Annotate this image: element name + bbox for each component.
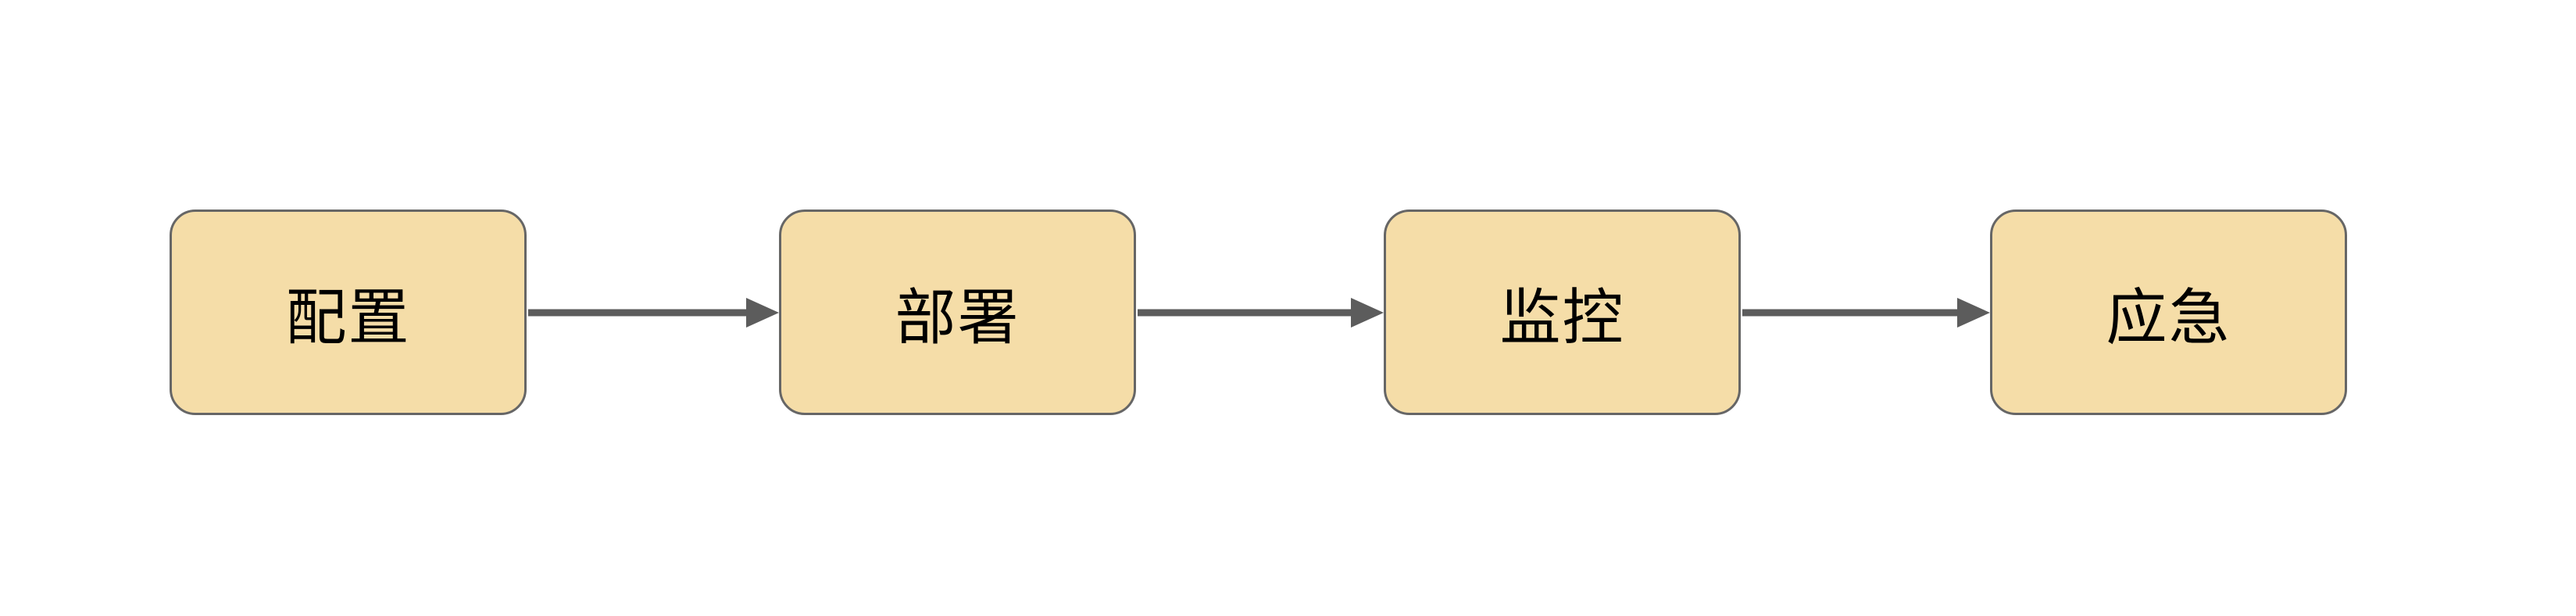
- arrow-deploy-to-monitor: [1138, 298, 1384, 328]
- flow-node-monitor: 监控: [1384, 210, 1741, 415]
- flow-node-deploy: 部署: [779, 210, 1136, 415]
- arrow-monitor-to-emergency: [1742, 298, 1990, 328]
- flow-node-config-label: 配置: [285, 282, 411, 352]
- flow-node-config: 配置: [170, 210, 527, 415]
- flow-node-deploy-label: 部署: [895, 282, 1020, 352]
- flow-node-emergency-label: 应急: [2106, 282, 2231, 352]
- flow-node-emergency: 应急: [1990, 210, 2347, 415]
- flow-node-monitor-label: 监控: [1499, 282, 1625, 352]
- arrow-config-to-deploy: [528, 298, 779, 328]
